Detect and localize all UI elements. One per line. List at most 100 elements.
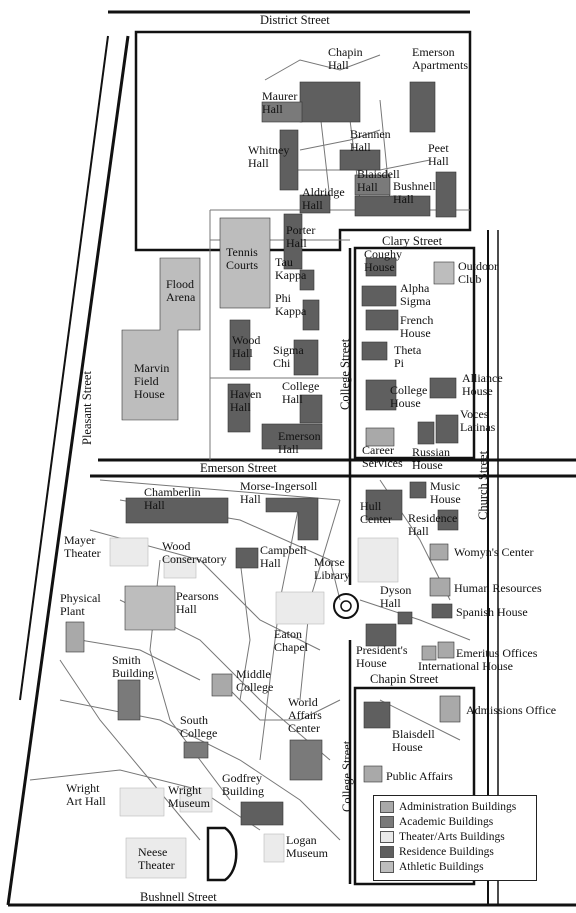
peet-hall	[435, 171, 457, 218]
label-dyson-hall: Dyson Hall	[380, 583, 412, 610]
presidents-house	[365, 623, 397, 647]
pearsons-hall	[124, 585, 176, 631]
legend-swatch-academic	[380, 816, 394, 828]
wood-conservatory	[163, 557, 197, 579]
chapin-street-label: Chapin Street	[370, 672, 439, 686]
sigma-chi	[293, 339, 319, 376]
label-voces-latinas: Voces Latinas	[460, 407, 496, 434]
legend-athletic: Athletic Buildings	[380, 861, 484, 873]
label-pearsons-hall: Pearsons Hall	[176, 589, 219, 616]
clary-street-label: Clary Street	[382, 234, 443, 248]
college-street-label-upper: College Street	[338, 338, 352, 410]
label-neese-theater: Neese Theater	[138, 845, 175, 872]
label-human-resources: Human Resources	[454, 581, 542, 595]
south-college	[183, 741, 209, 759]
eaton-chapel	[275, 591, 325, 625]
legend-residence: Residence Buildings	[380, 846, 494, 858]
career-services	[365, 427, 395, 447]
hull-center	[365, 489, 403, 521]
dyson-hall	[397, 611, 413, 625]
label-middle-college: Middle College	[236, 667, 274, 694]
label-emeritus-offices: Emeritus Offices	[456, 646, 538, 660]
label-tau-kappa: Tau Kappa	[275, 255, 307, 282]
label-blaisdell-hall: Blaisdell Hall	[357, 167, 400, 194]
label-french-house: French House	[400, 313, 434, 340]
brannen-hall	[339, 149, 381, 171]
international-house	[421, 645, 437, 661]
d-loop	[206, 826, 238, 882]
bushnell-hall	[354, 195, 431, 217]
legend-swatch-residence	[380, 846, 394, 858]
label-college-hall: College Hall	[282, 379, 320, 406]
legend-swatch-athletic	[380, 861, 394, 873]
haven-hall	[227, 383, 251, 433]
emerson-hall	[261, 423, 323, 450]
label-mayer-theater: Mayer Theater	[64, 533, 101, 560]
label-tennis-courts: Tennis Courts	[226, 245, 259, 272]
map-legend: Administration Buildings Academic Buildi…	[373, 795, 537, 881]
womyns-center	[429, 543, 449, 561]
russian-house	[417, 421, 435, 445]
neese-theater	[125, 837, 187, 879]
godfrey-building	[240, 801, 284, 826]
residence-hall	[437, 509, 459, 531]
label-admissions-office: Admissions Office	[466, 703, 557, 717]
emerson-street-label: Emerson Street	[200, 461, 277, 475]
label-spanish-house: Spanish House	[456, 605, 528, 619]
label-chamberlin-hall: Chamberlin Hall	[144, 485, 201, 512]
label-wood-hall: Wood Hall	[232, 333, 261, 360]
logan-museum	[263, 833, 285, 863]
outdoor-club	[433, 261, 455, 285]
label-morse-ingersoll-hall: Morse-Ingersoll Hall	[240, 479, 318, 506]
label-public-affairs: Public Affairs	[386, 769, 453, 783]
label-alliance-house: Alliance House	[462, 371, 503, 398]
label-eaton-chapel: Eaton Chapel	[274, 627, 308, 654]
college-hall	[299, 394, 323, 424]
legend-label-athletic: Athletic Buildings	[399, 861, 484, 873]
label-emerson-apartments: Emerson Apartments	[412, 45, 468, 72]
mayer-theater	[109, 537, 149, 567]
alpha-sigma	[361, 285, 397, 307]
middle-college	[211, 673, 233, 697]
label-residence-hall: Residence Hall	[408, 511, 458, 538]
french-house	[365, 309, 399, 331]
label-chapin-hall: Chapin Hall	[328, 45, 363, 72]
label-smith-building: Smith Building	[112, 653, 155, 680]
blaisdell-hall	[354, 174, 391, 196]
campbell-hall	[235, 547, 259, 569]
college-street-label-lower: College Street	[340, 740, 354, 812]
aldridge-hall	[299, 194, 331, 214]
voces-latinas	[435, 414, 459, 444]
porter-hall	[283, 213, 303, 270]
pleasant-street-east	[19, 35, 109, 701]
legend-academic: Academic Buildings	[380, 816, 493, 828]
label-brannen-hall: Brannen Hall	[350, 127, 391, 154]
morse-ingersoll-hall	[265, 497, 319, 541]
alliance-house	[429, 377, 457, 399]
label-blaisdell-house: Blaisdell House	[392, 727, 435, 754]
label-coughy-house: Coughy House	[364, 247, 403, 274]
label-world-affairs-center: World Affairs Center	[288, 695, 322, 735]
label-maurer-hall: Maurer Hall	[262, 89, 298, 116]
label-morse-library: Morse Library	[314, 555, 350, 582]
physical-plant	[65, 621, 85, 653]
human-resources	[429, 577, 451, 597]
label-emerson-hall: Emerson Hall	[278, 429, 321, 456]
label-theta-pi: Theta Pi	[394, 343, 422, 370]
legend-label-administration: Administration Buildings	[399, 801, 517, 813]
chapin-hall	[299, 81, 361, 123]
public-affairs	[363, 765, 383, 783]
admissions-office	[439, 695, 461, 723]
world-affairs-center	[289, 739, 323, 781]
chapin-block-outline	[353, 686, 476, 886]
traffic-circle	[333, 593, 359, 619]
label-wright-art-hall: Wright Art Hall	[66, 781, 106, 808]
label-alpha-sigma: Alpha Sigma	[400, 281, 431, 308]
marvin-field-house	[121, 257, 201, 421]
morse-library	[357, 537, 399, 583]
legend-label-residence: Residence Buildings	[399, 846, 494, 858]
label-outdoor-club: Outdoor Club	[458, 259, 498, 286]
emerson-apartments	[409, 81, 436, 133]
label-logan-museum: Logan Museum	[286, 833, 328, 860]
